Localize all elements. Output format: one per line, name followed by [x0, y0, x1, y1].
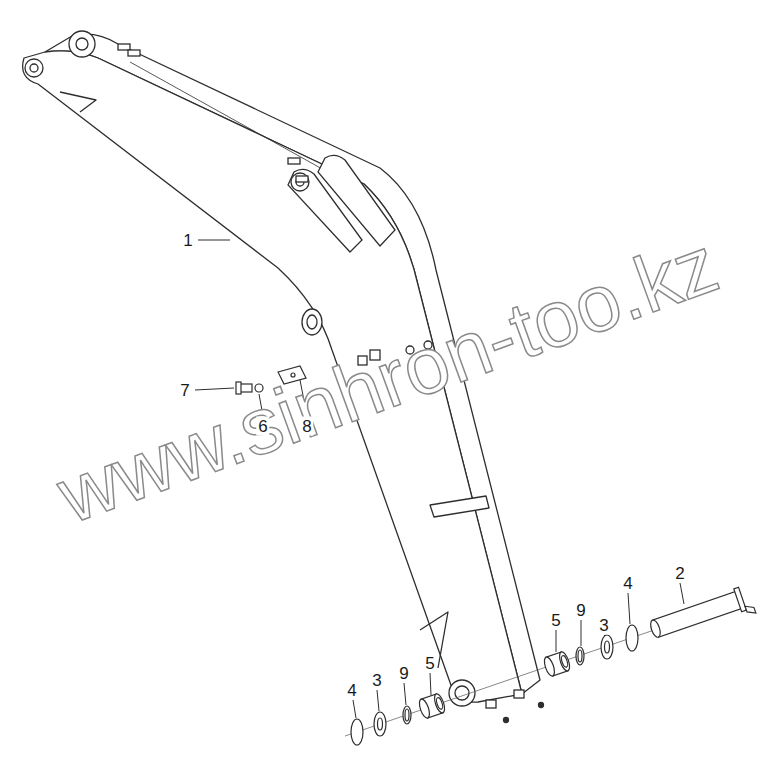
- callout-number: 4: [345, 681, 358, 700]
- boom-eyes: [76, 38, 88, 50]
- pin-parts: [576, 647, 584, 665]
- pin-parts: [417, 698, 431, 720]
- leader-lines: [377, 690, 379, 711]
- pin-parts: [403, 706, 411, 724]
- leader-lines: [604, 635, 605, 636]
- callout-number: 7: [178, 381, 191, 400]
- boom-eyes: [288, 169, 362, 252]
- callout-number: 3: [597, 616, 610, 635]
- leader-lines: [556, 630, 557, 652]
- pin-parts: [734, 587, 747, 611]
- callout-number: 6: [256, 417, 269, 436]
- callout-number: 3: [370, 671, 383, 690]
- leader-lines: [680, 583, 684, 604]
- pin-parts: [378, 718, 383, 730]
- pin-parts: [374, 712, 386, 736]
- boom-eyes: [69, 31, 95, 57]
- boom-body: [430, 496, 489, 517]
- callout-number: 9: [574, 601, 587, 620]
- callout-number: 5: [423, 654, 436, 673]
- center-axis: [345, 628, 660, 736]
- boom-eyes: [288, 158, 300, 164]
- callout-number: 5: [549, 611, 562, 630]
- pin-parts: [578, 650, 582, 662]
- pin-parts: [351, 585, 756, 745]
- boom-eyes: [504, 718, 509, 723]
- callout-number: 2: [673, 564, 686, 583]
- pin-parts: [648, 585, 756, 647]
- pin-parts: [542, 651, 571, 678]
- leader-lines: [430, 673, 431, 695]
- pin-parts: [405, 709, 409, 721]
- boom-eyes: [25, 59, 43, 77]
- leader-lines: [628, 593, 630, 624]
- boom-eyes: [296, 176, 308, 182]
- boom-eyes: [539, 703, 544, 708]
- pin-parts: [601, 635, 613, 659]
- boom-eyes: [128, 50, 140, 56]
- pin-parts: [653, 591, 744, 637]
- pin-parts: [649, 619, 662, 639]
- callout-number: 4: [621, 574, 634, 593]
- leader-lines: [198, 240, 230, 241]
- pin-parts: [605, 641, 610, 653]
- leader-lines: [353, 700, 356, 718]
- boom-eyes: [486, 700, 496, 708]
- pin-parts: [351, 719, 363, 745]
- boom-eyes: [291, 173, 309, 191]
- boom-eyes: [118, 44, 130, 50]
- pin-parts: [435, 697, 444, 710]
- pin-parts: [560, 655, 569, 668]
- pin-parts: [558, 651, 572, 673]
- watermark: www.sinhron-too.kz: [48, 224, 727, 536]
- callout-number: 1: [181, 231, 194, 250]
- pin-parts: [542, 656, 556, 678]
- pin-parts: [433, 693, 447, 715]
- leader-lines: [404, 683, 406, 705]
- pin-parts: [417, 693, 446, 720]
- boom-eyes: [514, 690, 524, 698]
- callout-number: 9: [397, 664, 410, 683]
- pin-parts: [626, 625, 638, 651]
- callout-number: 8: [300, 417, 313, 436]
- boom-eyes: [307, 315, 317, 329]
- leader-lines: [195, 388, 234, 390]
- boom-body: [60, 92, 96, 112]
- leader-lines: [581, 620, 582, 646]
- boom-eyes: [30, 64, 38, 72]
- pin-parts: [745, 604, 756, 616]
- boom-eyes: [302, 309, 322, 335]
